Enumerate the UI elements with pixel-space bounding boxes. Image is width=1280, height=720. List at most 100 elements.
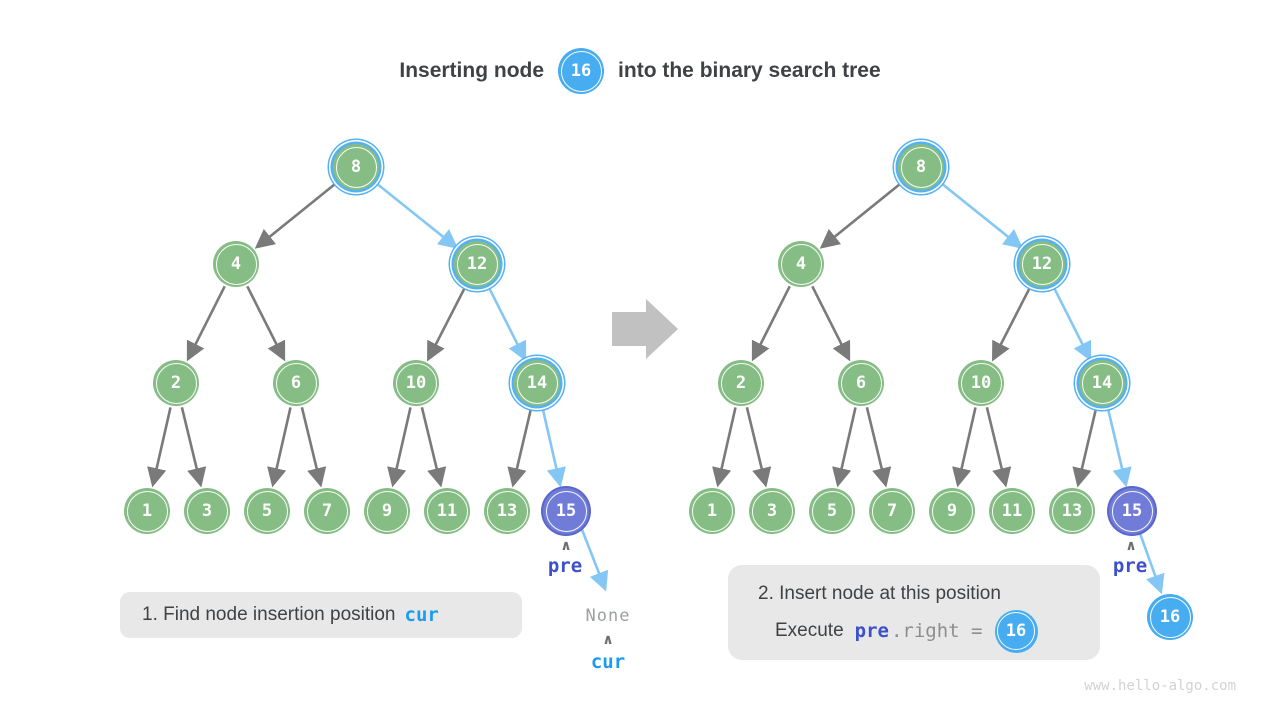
- tree-edge-R14-R13: [1072, 407, 1098, 488]
- tree-node-L9: 9: [364, 488, 410, 534]
- tree-node-value: 6: [290, 373, 302, 393]
- tree-node-L14: 14: [514, 360, 560, 406]
- tree-node-value: 12: [1031, 254, 1053, 274]
- tree-node-value: 14: [526, 373, 548, 393]
- tree-edge-R8-R12: [939, 181, 1024, 249]
- tree-node-value: 1: [706, 501, 718, 521]
- tree-node-value: 8: [350, 157, 362, 177]
- caption-step2-node-badge: 16: [994, 609, 1038, 653]
- tree-node-value: 4: [230, 254, 242, 274]
- caption-step1: 1. Find node insertion position cur: [120, 592, 522, 638]
- page-title: Inserting node 16 into the binary search…: [0, 48, 1280, 94]
- pre-caret-left-icon: ∧: [560, 538, 572, 554]
- tree-node-value: 16: [1159, 607, 1181, 627]
- tree-node-value: 11: [1001, 501, 1023, 521]
- caption-step2-execute: Execute: [775, 620, 844, 641]
- tree-node-value: 7: [886, 501, 898, 521]
- tree-node-R13: 13: [1049, 488, 1095, 534]
- tree-node-value: 11: [436, 501, 458, 521]
- tree-node-L1: 1: [124, 488, 170, 534]
- tree-node-value: 14: [1091, 373, 1113, 393]
- tree-edge-L12-L10: [427, 285, 467, 362]
- tree-edge-L6-L5: [267, 407, 292, 488]
- tree-node-R11: 11: [989, 488, 1035, 534]
- tree-node-R4: 4: [778, 241, 824, 287]
- tree-node-R5: 5: [809, 488, 855, 534]
- tree-node-L7: 7: [304, 488, 350, 534]
- tree-edge-L4-L6: [246, 285, 286, 362]
- tree-node-value: 5: [261, 501, 273, 521]
- tree-edge-R12-R14: [1052, 285, 1092, 362]
- tree-edge-R6-R7: [865, 406, 892, 488]
- title-suffix: into the binary search tree: [618, 59, 881, 82]
- tree-node-value: 1: [141, 501, 153, 521]
- tree-node-R6: 6: [838, 360, 884, 406]
- tree-edge-L8-L4: [254, 181, 338, 249]
- tree-node-value: 5: [826, 501, 838, 521]
- tree-edge-R4-R6: [811, 285, 851, 362]
- tree-node-R8: 8: [898, 144, 944, 190]
- pre-label-right: pre: [1112, 555, 1148, 577]
- tree-node-value: 2: [170, 373, 182, 393]
- caption-step2-code-pre: pre: [854, 620, 889, 642]
- tree-edge-L12-L14: [487, 285, 527, 362]
- tree-edge-R8-R4: [819, 181, 903, 249]
- title-node-badge: 16: [558, 48, 605, 94]
- tree-node-R10: 10: [958, 360, 1004, 406]
- tree-node-R1: 1: [689, 488, 735, 534]
- tree-node-L6: 6: [273, 360, 319, 406]
- caption-step1-code: cur: [404, 604, 439, 626]
- pre-caret-right-icon: ∧: [1125, 538, 1137, 554]
- tree-node-value: 13: [496, 501, 518, 521]
- caption-step2-code-rest: .right =: [890, 620, 983, 642]
- tree-node-value: 15: [555, 501, 577, 521]
- tree-node-value: 7: [321, 501, 333, 521]
- tree-node-R7: 7: [869, 488, 915, 534]
- tree-node-L15: 15: [543, 488, 589, 534]
- tree-edge-L6-L7: [300, 406, 327, 488]
- tree-edge-R15-R16: [1139, 534, 1165, 595]
- caption-step2: 2. Insert node at this position Execute …: [728, 565, 1100, 660]
- tree-node-R2: 2: [718, 360, 764, 406]
- pre-label-left: pre: [547, 555, 583, 577]
- title-prefix: Inserting node: [399, 59, 545, 82]
- tree-edge-R4-R2: [751, 285, 791, 362]
- tree-edge-R14-R15: [1106, 407, 1132, 488]
- tree-node-value: 9: [381, 501, 393, 521]
- tree-node-value: 9: [946, 501, 958, 521]
- tree-edge-L14-L15: [541, 407, 566, 488]
- caption-step2-line2: Execute pre .right = 16: [775, 609, 1100, 653]
- tree-node-value: 4: [795, 254, 807, 274]
- tree-node-R9: 9: [929, 488, 975, 534]
- transition-arrow-icon: [612, 299, 678, 359]
- tree-node-value: 12: [466, 254, 488, 274]
- tree-node-R12: 12: [1019, 241, 1065, 287]
- tree-edge-R10-R11: [985, 406, 1012, 488]
- tree-node-L10: 10: [393, 360, 439, 406]
- caption-step2-line1: 2. Insert node at this position: [758, 576, 1100, 612]
- tree-node-value: 6: [855, 373, 867, 393]
- tree-node-value: 3: [201, 501, 213, 521]
- tree-node-R16: 16: [1147, 594, 1193, 640]
- tree-node-L8: 8: [333, 144, 379, 190]
- none-label: None: [585, 606, 631, 626]
- tree-edge-L2-L1: [147, 407, 172, 488]
- edge-15-to-none: [579, 526, 609, 592]
- tree-node-value: 15: [1121, 501, 1143, 521]
- watermark: www.hello-algo.com: [1084, 678, 1236, 694]
- tree-node-value: 3: [766, 501, 778, 521]
- tree-node-L4: 4: [213, 241, 259, 287]
- tree-edge-L4-L2: [186, 285, 226, 362]
- tree-node-value: 2: [735, 373, 747, 393]
- tree-node-R3: 3: [749, 488, 795, 534]
- tree-node-R15: 15: [1109, 488, 1155, 534]
- cur-label: cur: [590, 651, 626, 673]
- tree-node-value: 8: [915, 157, 927, 177]
- tree-node-R14: 14: [1079, 360, 1125, 406]
- tree-edge-L14-L13: [507, 407, 533, 488]
- tree-edge-R12-R10: [992, 285, 1032, 362]
- tree-edge-R6-R5: [832, 407, 857, 488]
- tree-node-L11: 11: [424, 488, 470, 534]
- caption-step2-line1-text: 2. Insert node at this position: [758, 583, 1001, 604]
